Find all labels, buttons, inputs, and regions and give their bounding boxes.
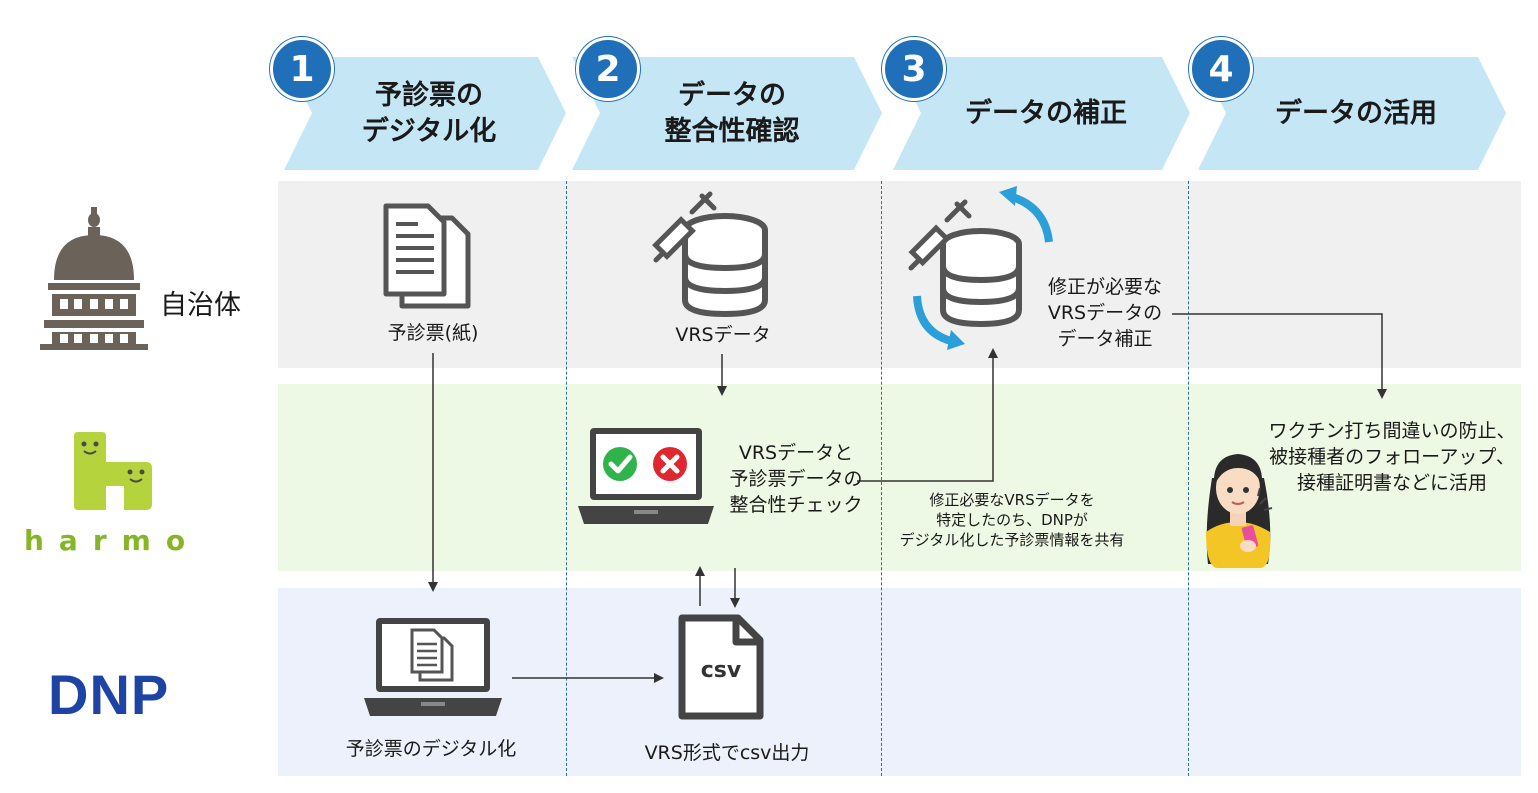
arrow-check-to-correction (857, 348, 998, 482)
syringe-database-icon (652, 191, 768, 318)
step-3-chevron (893, 57, 1190, 170)
actor-dnp-label: DNP (48, 663, 170, 726)
step-1-chevron (284, 57, 566, 170)
paper-form-label: 予診票(紙) (387, 322, 479, 344)
document-stack-icon (383, 203, 471, 309)
consistency-check-label: VRSデータと 予診票データの 整合性チェック (729, 442, 863, 516)
lane-government (278, 181, 1521, 368)
sync-database-icon (908, 186, 1053, 350)
step-2-title: データの 整合性確認 (664, 79, 800, 147)
harmo-logo-icon (74, 432, 152, 510)
actor-harmo-label: harmo (24, 524, 201, 557)
digitize-label: 予診票のデジタル化 (345, 738, 517, 760)
share-info-label: 修正必要なVRSデータを 特定したのち、DNPが デジタル化した予診票情報を共有 (899, 491, 1125, 549)
city-hall-icon (40, 207, 148, 350)
actor-government-label: 自治体 (160, 290, 241, 321)
column-divider (881, 181, 882, 776)
vrs-data-label: VRSデータ (675, 324, 771, 346)
step-2-chevron (572, 57, 882, 170)
woman-phone-icon (1206, 454, 1273, 568)
step-4-chevron (1198, 57, 1506, 170)
correction-label: 修正が必要な VRSデータの データ補正 (1047, 276, 1163, 350)
step-3-title: データの補正 (965, 97, 1127, 129)
check-icon (603, 447, 637, 481)
csv-badge: csv (700, 658, 742, 683)
column-divider (1188, 181, 1189, 776)
laptop-document-icon (364, 618, 502, 716)
column-divider (566, 181, 567, 776)
lane-harmo (278, 384, 1521, 571)
step-1-title: 予診票の デジタル化 (361, 79, 497, 147)
step-3-number: 3 (882, 37, 946, 101)
arrow-correction-to-utilization (1172, 313, 1387, 399)
step-4-number: 4 (1189, 37, 1253, 101)
csv-file-icon: csv (678, 614, 764, 720)
csv-output-label: VRS形式でcsv出力 (644, 742, 810, 764)
step-4-title: データの活用 (1275, 97, 1437, 129)
laptop-check-icon (578, 428, 714, 524)
step-2-number: 2 (576, 37, 640, 101)
step-1-number: 1 (270, 37, 334, 101)
utilization-label: ワクチン打ち間違いの防止、 被接種者のフォローアップ、 接種証明書などに活用 (1268, 420, 1516, 494)
